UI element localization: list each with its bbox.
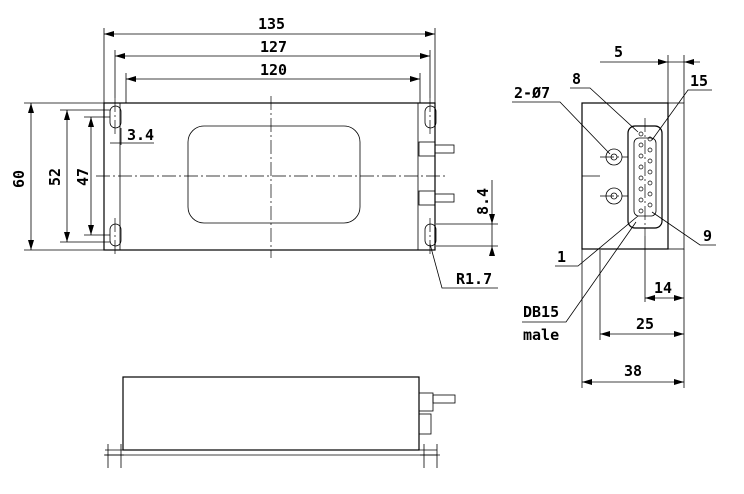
callout-pin-8: 8 [570, 70, 639, 133]
bottom-connector [418, 392, 456, 435]
foot-left [104, 444, 124, 468]
dimension-127-label: 127 [260, 38, 287, 56]
connector-stud-lower [418, 190, 455, 206]
pin-1-label: 1 [557, 248, 566, 266]
front-view-flange [103, 102, 436, 251]
dimension-14-label: 14 [654, 279, 672, 297]
connector-label-line2: male [523, 326, 559, 344]
callout-pin-9: 9 [651, 211, 716, 246]
dimension-8-4-label: 8.4 [474, 188, 492, 215]
radius-label: R1.7 [456, 270, 492, 288]
dimension-135: 135 [103, 15, 436, 103]
label-window [187, 125, 361, 224]
dimension-5: 5 [600, 43, 700, 103]
callout-pin-15: 15 [651, 72, 712, 141]
callout-radius: R1.7 [429, 243, 498, 289]
dimension-3-4: 3.4 [110, 126, 154, 145]
dimension-47: 47 [74, 116, 110, 236]
callout-pin-1: 1 [555, 215, 639, 267]
dimension-52-label: 52 [46, 168, 64, 186]
bottom-view [104, 376, 456, 468]
db15-pins [638, 131, 653, 214]
connector-stud-upper [418, 141, 455, 157]
dimension-8-4: 8.4 [436, 180, 498, 256]
callout-connector: DB15 male [522, 221, 637, 344]
mount-slot-top-left [109, 105, 122, 129]
dimension-127: 127 [114, 38, 431, 98]
dimension-38-label: 38 [624, 362, 642, 380]
dimension-60-label: 60 [10, 170, 28, 188]
pin-8-label: 8 [572, 70, 581, 88]
dimension-135-label: 135 [258, 15, 285, 33]
mount-slot-top-right [424, 105, 437, 129]
dimension-38: 38 [581, 249, 684, 388]
mount-slot-bottom-left [109, 223, 122, 247]
side-view: 5 8 15 2-Ø7 1 9 DB15 male [512, 43, 716, 388]
dimension-14: 14 [644, 236, 685, 388]
dimension-60: 60 [10, 102, 104, 251]
dimension-52: 52 [46, 109, 110, 243]
mount-slot-bottom-right [424, 223, 437, 247]
callout-holes: 2-Ø7 [512, 84, 611, 155]
dimension-25-label: 25 [636, 315, 654, 333]
bottom-view-body [122, 376, 420, 451]
dimension-120-label: 120 [260, 61, 287, 79]
front-view: 135 127 120 60 [10, 15, 498, 289]
pin-9-label: 9 [703, 227, 712, 245]
dimension-3-4-label: 3.4 [127, 126, 154, 144]
connector-label-line1: DB15 [523, 303, 559, 321]
foot-right [420, 444, 440, 468]
holes-label: 2-Ø7 [514, 84, 550, 102]
dimension-5-label: 5 [614, 43, 623, 61]
pin-15-label: 15 [690, 72, 708, 90]
dimension-47-label: 47 [74, 168, 92, 186]
dimension-25: 25 [599, 250, 684, 340]
dimension-120: 120 [125, 61, 421, 103]
